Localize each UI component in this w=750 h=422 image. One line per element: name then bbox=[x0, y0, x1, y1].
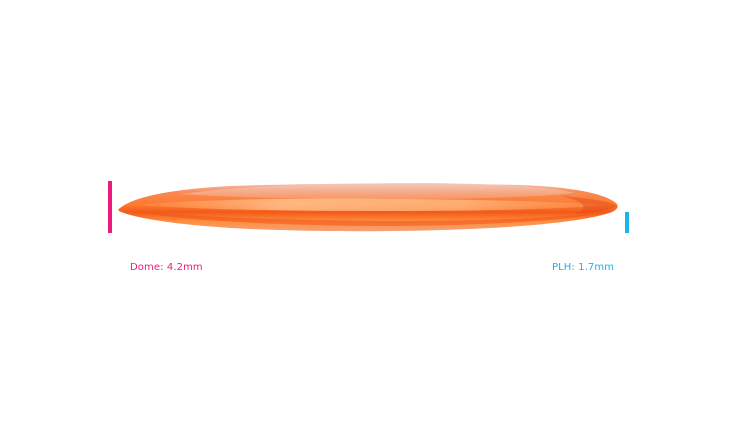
dome-height-marker bbox=[108, 181, 112, 233]
dome-measurement-label: Dome: 4.2mm bbox=[130, 262, 203, 273]
plh-height-marker bbox=[625, 212, 629, 233]
disc-edge-shade bbox=[560, 196, 617, 214]
disc-rim-highlight bbox=[140, 198, 605, 211]
plh-measurement-label: PLH: 1.7mm bbox=[552, 262, 615, 273]
disc-rim-edge bbox=[130, 211, 610, 226]
disc-dome bbox=[180, 183, 575, 199]
